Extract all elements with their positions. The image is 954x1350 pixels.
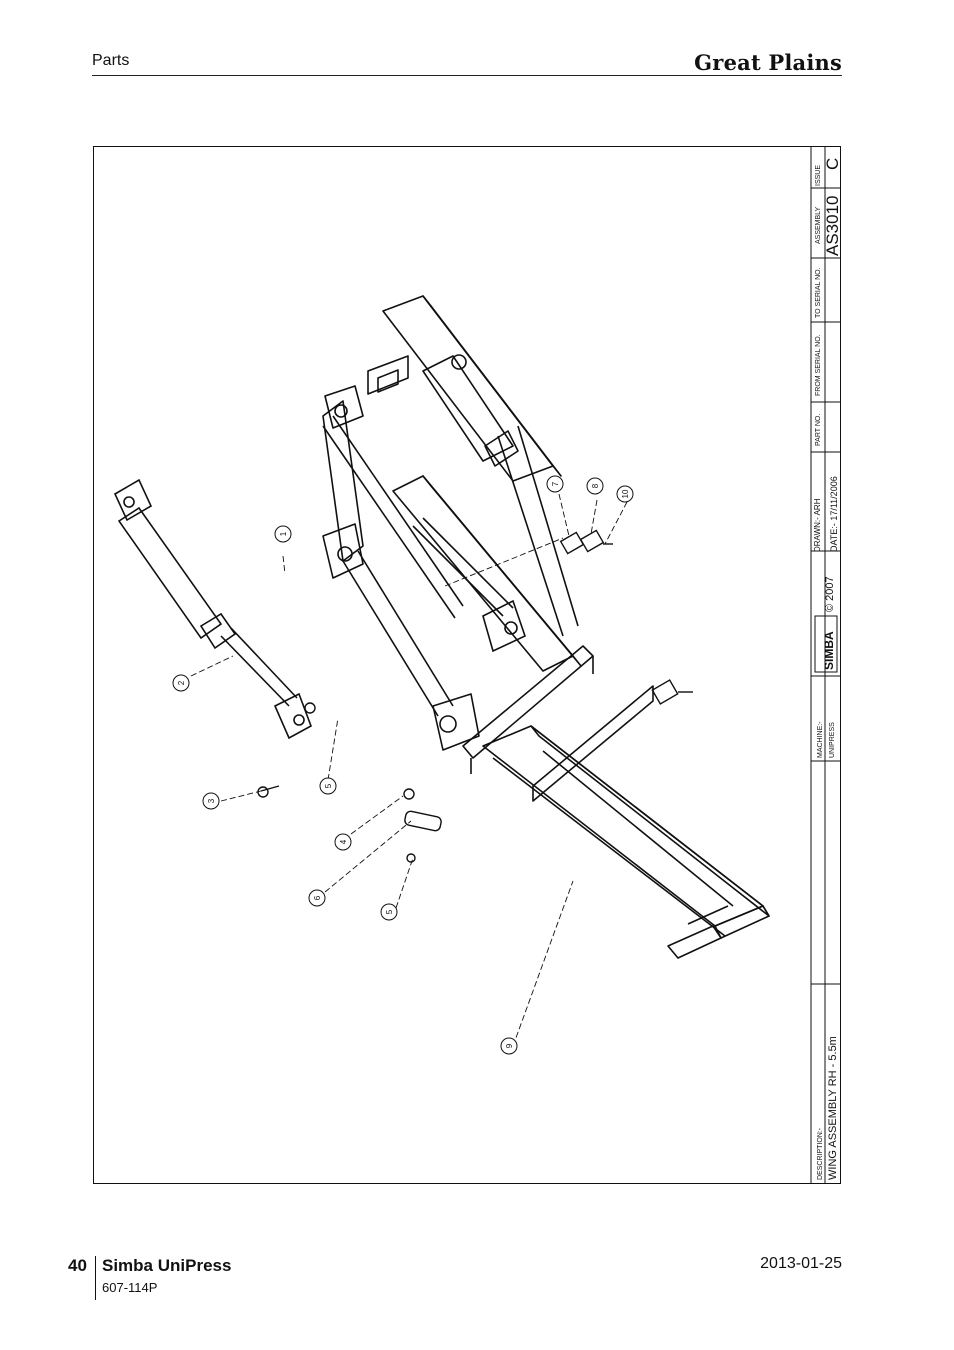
callout-5b: 5 xyxy=(385,909,394,914)
leader-lines xyxy=(190,493,628,1047)
callout-10: 10 xyxy=(621,489,630,498)
to-serial-label: TO SERIAL NO. xyxy=(815,267,822,318)
document-number: 607-114P xyxy=(102,1280,158,1295)
machine-label: MACHINE:- xyxy=(817,721,824,758)
drawing-frame xyxy=(93,146,841,1184)
callout-3: 3 xyxy=(207,798,216,803)
header-divider xyxy=(92,75,842,76)
callout-4: 4 xyxy=(339,839,348,844)
section-title: Parts xyxy=(92,52,130,69)
callout-5a: 5 xyxy=(324,783,333,788)
callout-balloons xyxy=(172,475,634,1055)
page-number: 40 xyxy=(68,1256,87,1275)
issue-label: ISSUE xyxy=(815,165,822,186)
copyright: © 2007 xyxy=(824,576,836,612)
simba-logo: SIMBA xyxy=(814,615,838,673)
title-block-text: ISSUE C ASSEMBLY AS3010 TO SERIAL NO. FR… xyxy=(813,158,841,1180)
footer-divider xyxy=(95,1256,96,1300)
description-label: DESCRIPTION:- xyxy=(817,1127,824,1180)
assembly-label: ASSEMBLY xyxy=(815,206,822,244)
small-parts xyxy=(257,529,693,863)
frame-ram xyxy=(412,517,526,653)
description: WING ASSEMBLY RH - 5.5m xyxy=(827,1036,839,1180)
part-no-label: PART NO. xyxy=(815,414,822,446)
callout-9: 9 xyxy=(505,1043,514,1048)
callout-7: 7 xyxy=(551,481,560,486)
callout-8: 8 xyxy=(591,483,600,488)
callout-6: 6 xyxy=(313,895,322,900)
wing-frame xyxy=(322,295,770,959)
manual-title: Simba UniPress xyxy=(102,1256,232,1275)
callout-2: 2 xyxy=(177,680,186,685)
machine-name: UNIPRESS xyxy=(829,722,836,758)
callout-1: 1 xyxy=(279,531,288,536)
brand-logo: Great Plains xyxy=(694,50,842,75)
issue-value: C xyxy=(823,158,841,170)
publication-date: 2013-01-25 xyxy=(760,1255,842,1272)
title-block xyxy=(810,146,841,1184)
drawn-by: DRAWN:- ARH xyxy=(813,498,822,552)
assembly-number: AS3010 xyxy=(823,196,841,257)
simba-logo-text: SIMBA xyxy=(822,631,836,670)
parts-drawing: ISSUE C ASSEMBLY AS3010 TO SERIAL NO. FR… xyxy=(113,146,841,1184)
hydraulic-cylinder xyxy=(113,478,312,740)
callout-labels: 1 2 3 4 5 5 6 7 8 9 10 xyxy=(177,481,630,1048)
drawing-date: DATE:- 17/11/2006 xyxy=(829,476,839,552)
from-serial-label: FROM SERIAL NO. xyxy=(815,334,822,396)
